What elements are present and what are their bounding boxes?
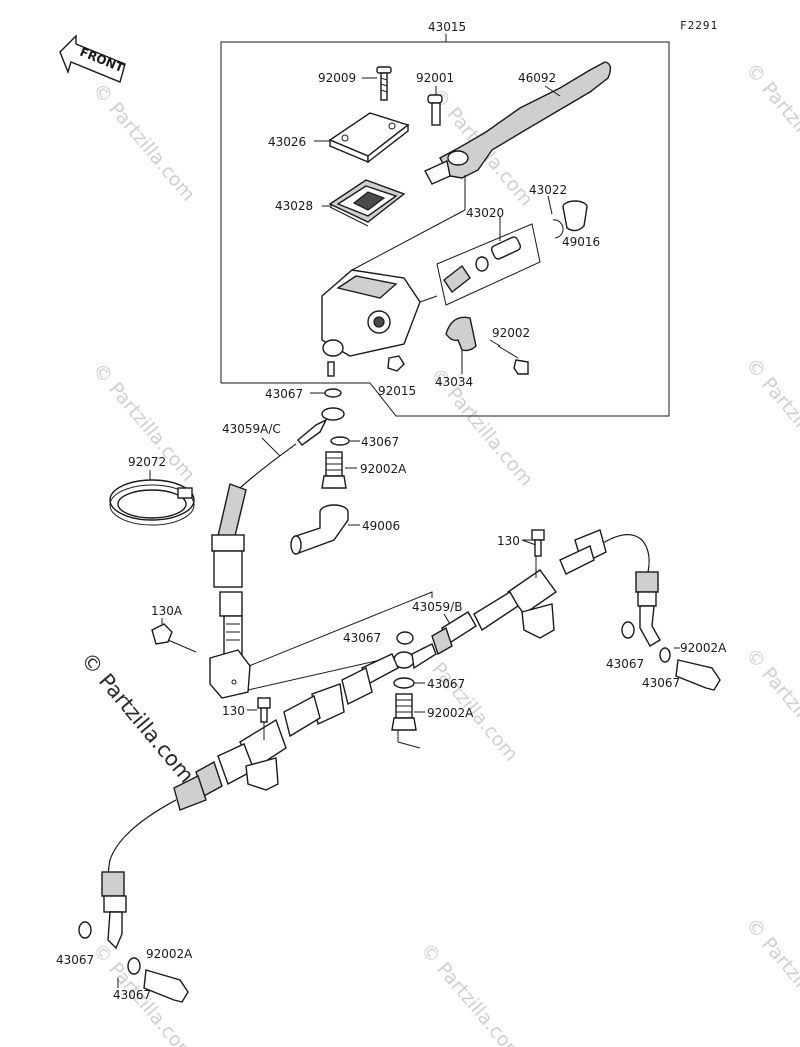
hose-43059ac: 43059A/C (209, 407, 345, 699)
label-92072: 92072 (128, 455, 166, 469)
main-brake-hose (101, 529, 661, 950)
label-92002: 92002 (492, 326, 530, 340)
label-49016: 49016 (562, 235, 600, 249)
label-43067-left-lower: 43067 (113, 988, 151, 1002)
label-43022: 43022 (529, 183, 567, 197)
label-43028: 43028 (275, 199, 313, 213)
washer-top-43067: 43067 (265, 387, 342, 401)
piston-kit-43020: 43020 (436, 206, 541, 306)
watermark-text: © Partzilla.com (741, 59, 800, 185)
watermark-text: © Partzilla.com (741, 644, 800, 770)
label-43020: 43020 (466, 206, 504, 220)
label-43067-top: 43067 (265, 387, 303, 401)
label-92015: 92015 (378, 384, 416, 398)
label-92009: 92009 (318, 71, 356, 85)
label-43067-ac: 43067 (361, 435, 399, 449)
label-43015: 43015 (428, 20, 466, 34)
band-clamp-92072: 92072 (109, 455, 195, 526)
label-92002a-right: 92002A (680, 641, 727, 655)
label-92001: 92001 (416, 71, 454, 85)
lever-46092: 46092 (424, 61, 612, 185)
watermark-text: © Partzilla.com (741, 914, 800, 1040)
label-43067-center: 43067 (427, 677, 465, 691)
nut-92015: 92015 (378, 355, 416, 398)
label-92002a-upper: 92002A (360, 462, 407, 476)
bolt-130-left: 130 (222, 697, 271, 723)
label-43067-right-lower: 43067 (642, 676, 680, 690)
label-43067-mid: 43067 (343, 631, 381, 645)
washer-ac-43067: 43067 (330, 435, 399, 449)
diaphragm-43028: 43028 (275, 179, 406, 227)
boot-49016: 49016 (562, 200, 600, 249)
circlip-43022: 43022 (529, 183, 567, 239)
center-fasteners: 43067 92002A (391, 677, 474, 731)
bolt-130a: 130A (151, 604, 197, 653)
watermarks: © Partzilla.com © Partzilla.com © Partzi… (76, 59, 800, 1047)
banjo-bolt-92002a-right: 92002A 43067 (642, 641, 727, 691)
label-43067-right: 43067 (606, 657, 644, 671)
label-43067-left: 43067 (56, 953, 94, 967)
label-130-right: 130 (497, 534, 520, 548)
watermark-text: © Partzilla.com (76, 648, 199, 788)
label-92002a-center: 92002A (427, 706, 474, 720)
label-43059b: 43059/B (412, 600, 462, 614)
cover-49006: 49006 (290, 504, 400, 555)
figure-code: F2291 (680, 19, 718, 32)
screw-92009: 92009 (318, 66, 392, 101)
bolt-130-right: 130 (497, 529, 545, 557)
watermark-text: © Partzilla.com (741, 354, 800, 480)
washer-mid-43067: 43067 (343, 631, 414, 645)
assembly-box: 43015 (220, 20, 670, 417)
master-cylinder-body (321, 175, 466, 377)
label-43026: 43026 (268, 135, 306, 149)
cap-43026: 43026 (268, 112, 410, 164)
label-46092: 46092 (518, 71, 556, 85)
bolt-92002: 92002 (489, 326, 530, 375)
left-bottom-fasteners: 43067 92002A 43067 (56, 921, 193, 1003)
label-130-left: 130 (222, 704, 245, 718)
label-43059ac: 43059A/C (222, 422, 281, 436)
banjo-bolt-92002a-upper: 92002A (321, 451, 407, 489)
label-130a: 130A (151, 604, 183, 618)
label-92002a-left: 92002A (146, 947, 193, 961)
watermark-text: © Partzilla.com (88, 79, 199, 205)
label-43034: 43034 (435, 375, 473, 389)
clamp-43034: 43034 (435, 316, 477, 389)
watermark-text: © Partzilla.com (416, 939, 527, 1047)
label-49006: 49006 (362, 519, 400, 533)
front-arrow: FRONT (59, 34, 126, 83)
washer-right-43067: 43067 (606, 621, 644, 671)
pin-92001: 92001 (416, 71, 454, 126)
hose-43059b: 43059/B (412, 600, 462, 625)
